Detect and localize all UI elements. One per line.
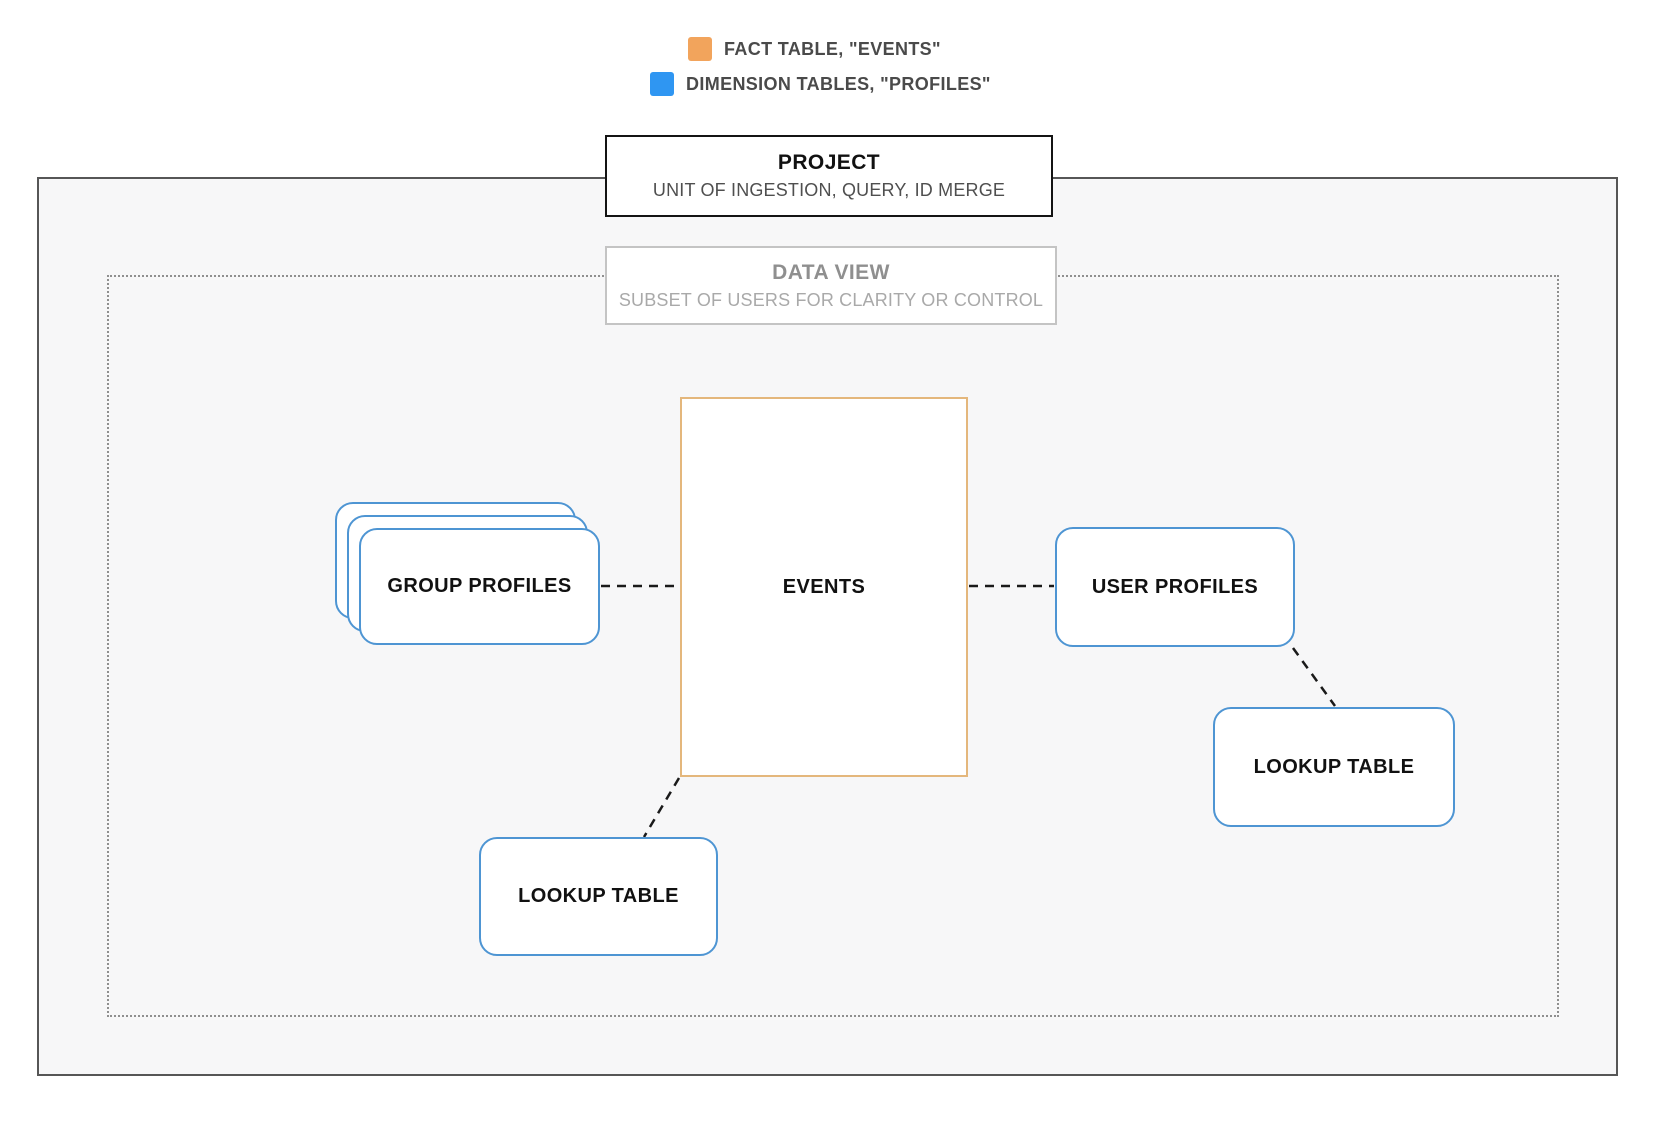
group-profiles-card-front: GROUP PROFILES <box>359 528 600 645</box>
data-view-subtitle: SUBSET OF USERS FOR CLARITY OR CONTROL <box>618 289 1044 310</box>
legend-label-fact-table: FACT TABLE, "EVENTS" <box>724 38 941 59</box>
node-user-profiles: USER PROFILES <box>1055 527 1295 647</box>
project-title-box: PROJECT UNIT OF INGESTION, QUERY, ID MER… <box>605 135 1053 217</box>
node-lookup-table-left-label: LOOKUP TABLE <box>518 885 679 907</box>
project-subtitle: UNIT OF INGESTION, QUERY, ID MERGE <box>652 180 1006 200</box>
node-group-profiles-label: GROUP PROFILES <box>387 575 572 597</box>
fact-table-swatch-icon <box>688 37 712 61</box>
node-events: EVENTS <box>680 397 968 777</box>
legend-item-fact-table: FACT TABLE, "EVENTS" <box>688 36 941 62</box>
dimension-tables-swatch-icon <box>650 72 674 96</box>
data-view-title-box: DATA VIEW SUBSET OF USERS FOR CLARITY OR… <box>605 246 1057 325</box>
node-events-label: EVENTS <box>782 575 866 598</box>
legend-item-dimension-tables: DIMENSION TABLES, "PROFILES" <box>650 71 991 97</box>
node-lookup-table-right-label: LOOKUP TABLE <box>1253 755 1415 778</box>
node-lookup-table-left: LOOKUP TABLE <box>479 837 718 956</box>
node-group-profiles: GROUP PROFILES <box>335 502 601 646</box>
node-user-profiles-label: USER PROFILES <box>1091 575 1259 598</box>
project-title: PROJECT <box>777 151 881 174</box>
legend-label-dimension-tables: DIMENSION TABLES, "PROFILES" <box>686 73 991 94</box>
data-view-title: DATA VIEW <box>772 260 890 284</box>
node-lookup-table-right: LOOKUP TABLE <box>1213 707 1455 827</box>
